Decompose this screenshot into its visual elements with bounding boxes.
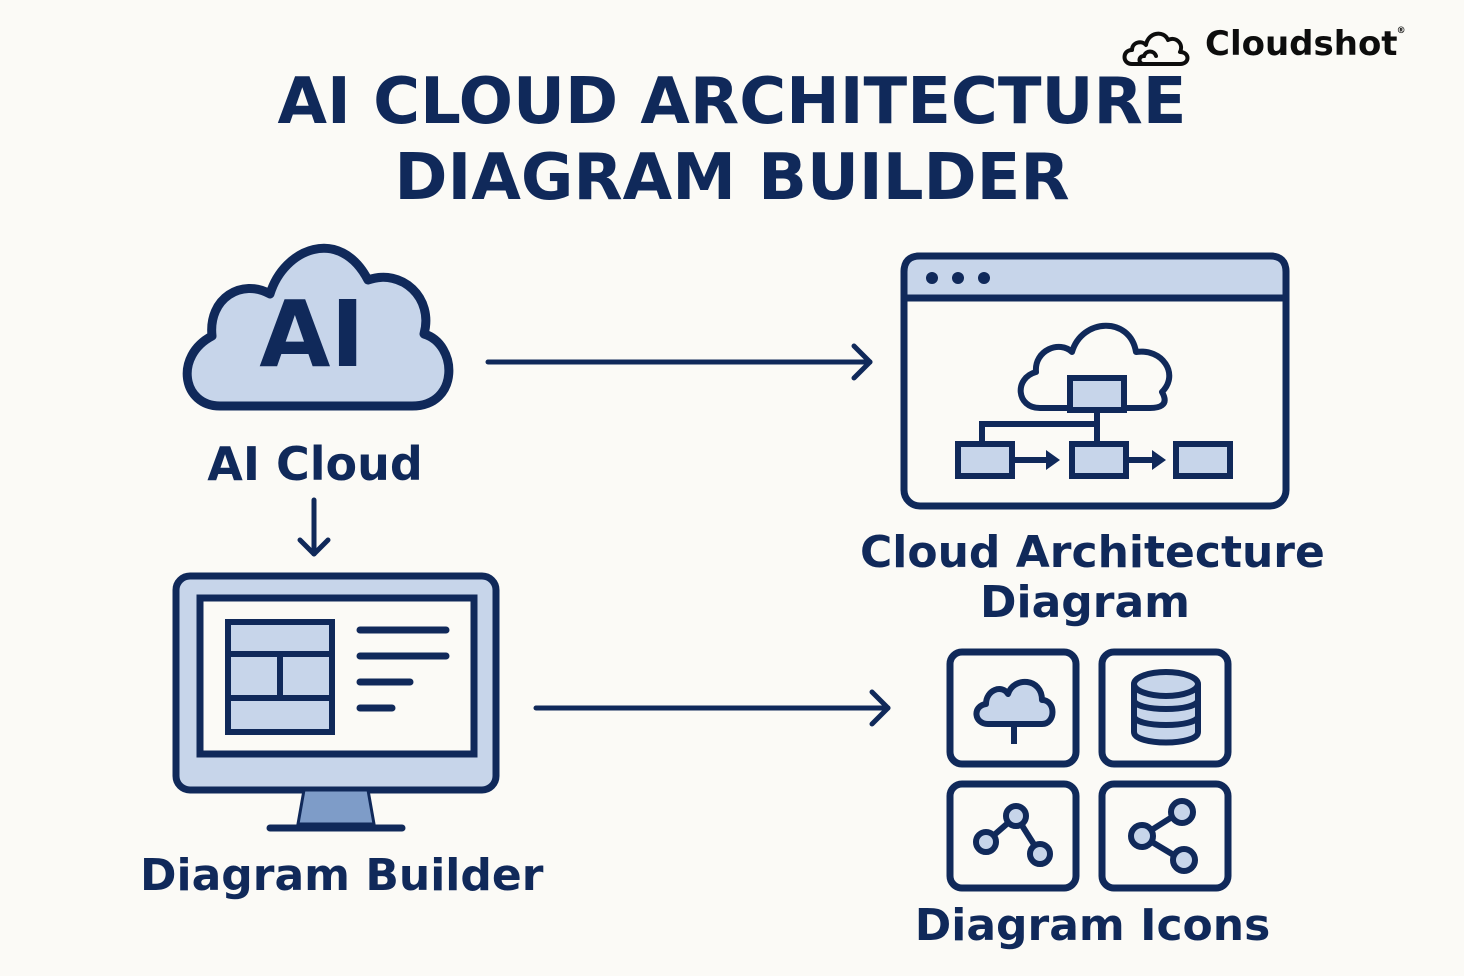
network-graph-icon <box>946 780 1080 892</box>
database-icon <box>1098 648 1232 768</box>
ai-cloud-label: AI Cloud <box>207 437 423 491</box>
page-title-line1: AI CLOUD ARCHITECTURE <box>277 65 1187 139</box>
monitor-icon <box>172 572 500 832</box>
ai-cloud-icon-text: AI <box>259 281 365 388</box>
arrow-down-icon <box>297 497 331 557</box>
cloud-architecture-label-line1: Cloud Architecture <box>860 527 1325 578</box>
diagram-icons-label: Diagram Icons <box>914 900 1271 951</box>
page-title-line2: DIAGRAM BUILDER <box>394 141 1070 215</box>
brand-name: Cloudshot <box>1205 24 1398 64</box>
ai-cloud-icon <box>182 243 454 411</box>
arrow-right-icon <box>533 689 891 727</box>
cloud-outline-icon <box>1122 31 1190 66</box>
share-icon <box>1098 780 1232 892</box>
browser-window-icon <box>900 252 1290 510</box>
registered-mark: ® <box>1396 26 1406 36</box>
diagram-builder-label: Diagram Builder <box>140 850 544 901</box>
arrow-right-icon <box>485 343 873 381</box>
cloud-icon <box>946 648 1080 768</box>
cloud-architecture-label-line2: Diagram <box>979 577 1191 628</box>
